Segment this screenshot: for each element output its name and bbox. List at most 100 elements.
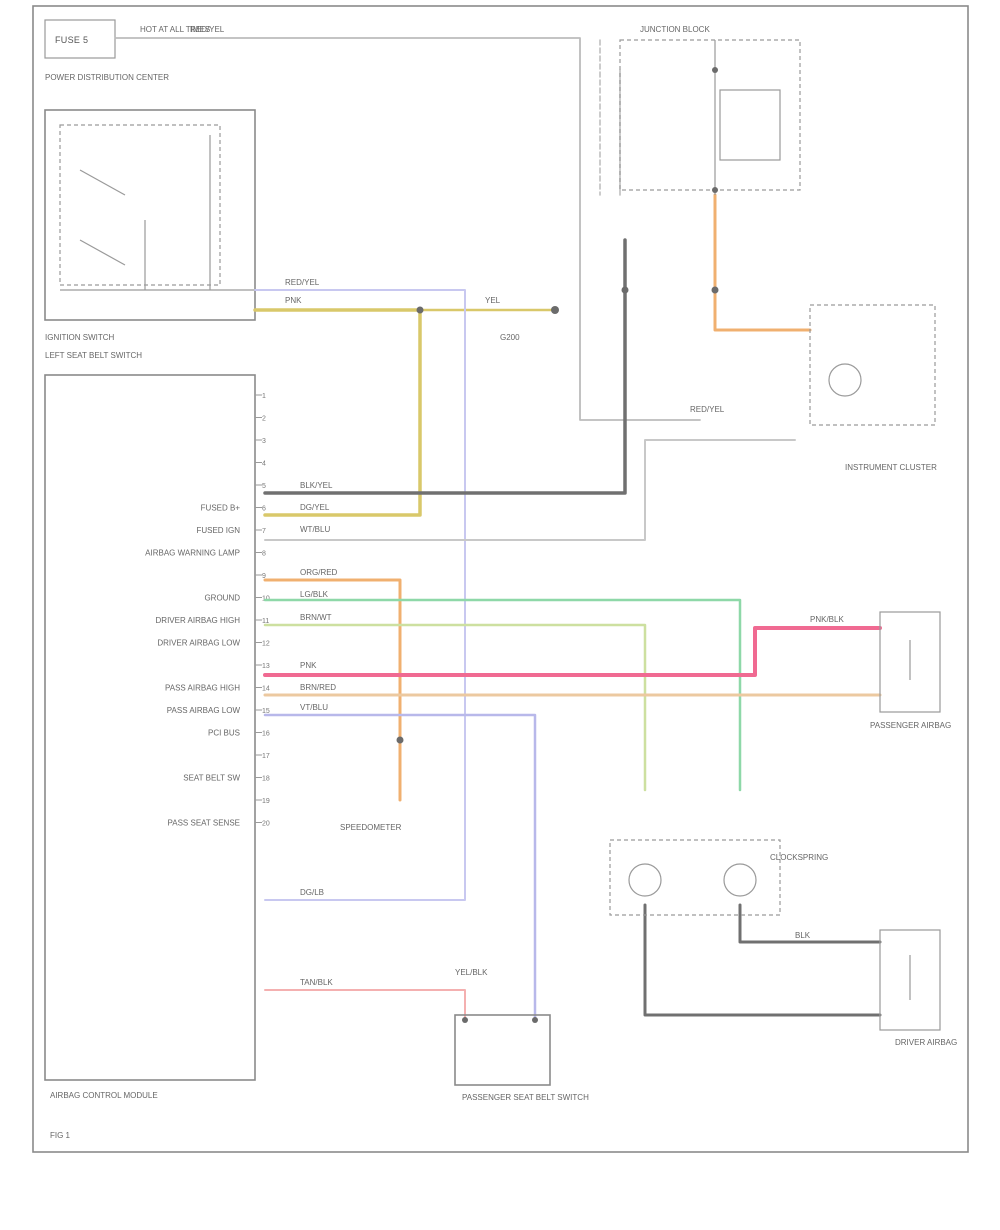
wl-blk: BLK <box>795 931 811 940</box>
acm-pin-label: DRIVER AIRBAG HIGH <box>156 616 241 625</box>
clockspring-coil-2-icon <box>723 863 757 897</box>
seat-belt-switch-label: LEFT SEAT BELT SWITCH <box>45 351 142 360</box>
wl-yel: YEL <box>485 296 501 305</box>
top-hot-label: HOT AT ALL TIMES <box>140 25 210 34</box>
acm-pin-number: 7 <box>262 528 266 535</box>
acm-pin-number: 19 <box>262 798 270 805</box>
node-7 <box>712 187 718 193</box>
outer-frame <box>32 5 969 1153</box>
acm-pin-number: 2 <box>262 416 266 423</box>
junction-block-label: JUNCTION BLOCK <box>640 25 710 34</box>
node-2 <box>551 306 559 314</box>
acm-pin-number: 14 <box>262 686 270 693</box>
speedometer-label: SPEEDOMETER <box>340 823 402 832</box>
acm-pin-label: SEAT BELT SW <box>183 774 240 783</box>
acm-pin-number: 17 <box>262 753 270 760</box>
wl-yel-blk: YEL/BLK <box>455 968 488 977</box>
power-distribution-label: POWER DISTRIBUTION CENTER <box>45 73 169 82</box>
junction-block-box <box>619 39 801 191</box>
wl-pnk-blk: PNK/BLK <box>810 615 844 624</box>
acm-pin-number: 8 <box>262 551 266 558</box>
driver-airbag-box <box>879 929 941 1031</box>
acm-pin-number: 6 <box>262 506 266 513</box>
fuse-mini-box <box>719 89 781 161</box>
acm-pin-label: FUSED B+ <box>201 504 241 513</box>
acm-pin-number: 16 <box>262 731 270 738</box>
pass-seat-box <box>454 1014 551 1086</box>
acm-pin-label: GROUND <box>204 594 240 603</box>
driver-airbag-label: DRIVER AIRBAG <box>895 1038 957 1047</box>
fuse-label: FUSE 5 <box>55 35 88 45</box>
wl-pnk-wire: PNK <box>300 661 317 670</box>
node-3 <box>621 286 629 294</box>
acm-label: AIRBAG CONTROL MODULE <box>50 1091 158 1100</box>
acm-pin-label: AIRBAG WARNING LAMP <box>145 549 240 558</box>
acm-pin-number: 3 <box>262 438 266 445</box>
acm-pin-label: FUSED IGN <box>196 526 240 535</box>
bottom-label: FIG 1 <box>50 1131 71 1140</box>
acm-pin-label: PASS SEAT SENSE <box>168 819 240 828</box>
clockspring-box <box>609 839 781 916</box>
pass-seat-label: PASSENGER SEAT BELT SWITCH <box>462 1093 589 1102</box>
wire-blk-1 <box>738 903 882 944</box>
clockspring-coil-1-icon <box>628 863 662 897</box>
node-6 <box>712 67 718 73</box>
wire-green <box>263 598 742 792</box>
acm-pin-label: PASS AIRBAG HIGH <box>165 684 240 693</box>
wl-dg-lb: DG/LB <box>300 888 324 897</box>
wire-light-green <box>263 623 647 792</box>
wl-pnk: PNK <box>285 296 302 305</box>
acm-pin-number: 4 <box>262 461 266 468</box>
acm-pin-number: 5 <box>262 483 266 490</box>
node-1 <box>416 306 424 314</box>
wire-violet <box>263 713 537 1022</box>
wire-yellow <box>253 308 422 517</box>
warning-lamp-icon <box>828 363 862 397</box>
acm-pin-number: 20 <box>262 821 270 828</box>
airbag-control-module-box <box>44 374 256 1081</box>
wire-blk-2 <box>643 903 882 1017</box>
ignition-inner <box>59 124 221 286</box>
node-9 <box>532 1017 538 1023</box>
node-4 <box>711 286 719 294</box>
wire-pink <box>263 626 882 677</box>
ignition-switch-label: IGNITION SWITCH <box>45 333 115 342</box>
acm-pin-number: 1 <box>262 393 266 400</box>
acm-pin-number: 15 <box>262 708 270 715</box>
wire-red-yel <box>254 289 466 901</box>
ignition-switch-box <box>44 109 256 321</box>
acm-pin-number: 18 <box>262 776 270 783</box>
cluster-label: INSTRUMENT CLUSTER <box>845 463 937 472</box>
wl-brn-wt: BRN/WT <box>300 613 332 622</box>
wl-dg-yel: DG/YEL <box>300 503 330 512</box>
acm-pin-number: 13 <box>262 663 270 670</box>
wire-black <box>263 238 627 495</box>
acm-pin-label: DRIVER AIRBAG LOW <box>157 639 240 648</box>
wl-red-yel-2: RED/YEL <box>690 405 725 414</box>
acm-pin-label: PASS AIRBAG LOW <box>167 706 241 715</box>
instrument-cluster-box <box>809 304 936 426</box>
ground-label: G200 <box>500 333 520 342</box>
wire-orange <box>263 578 402 802</box>
acm-pin-label: PCI BUS <box>208 729 240 738</box>
wire-gray <box>264 439 796 541</box>
acm-pin-number: 9 <box>262 573 266 580</box>
power-distribution-box <box>44 19 116 59</box>
node-8 <box>462 1017 468 1023</box>
wl-tan-blk: TAN/BLK <box>300 978 333 987</box>
passenger-airbag-label: PASSENGER AIRBAG <box>870 721 951 730</box>
wl-blk-yel: BLK/YEL <box>300 481 333 490</box>
wl-brn-red: BRN/RED <box>300 683 336 692</box>
acm-pin-number: 12 <box>262 641 270 648</box>
acm-pin-number: 11 <box>262 618 269 625</box>
wl-vt-blu: VT/BLU <box>300 703 328 712</box>
wire-red <box>264 989 466 1021</box>
top-wire-label: RED/YEL <box>190 25 225 34</box>
wl-lg-blk: LG/BLK <box>300 590 329 599</box>
wire-orange-top <box>713 193 812 332</box>
passenger-airbag-box <box>879 611 941 713</box>
wl-wt-blu: WT/BLU <box>300 525 330 534</box>
wl-org-red: ORG/RED <box>300 568 338 577</box>
